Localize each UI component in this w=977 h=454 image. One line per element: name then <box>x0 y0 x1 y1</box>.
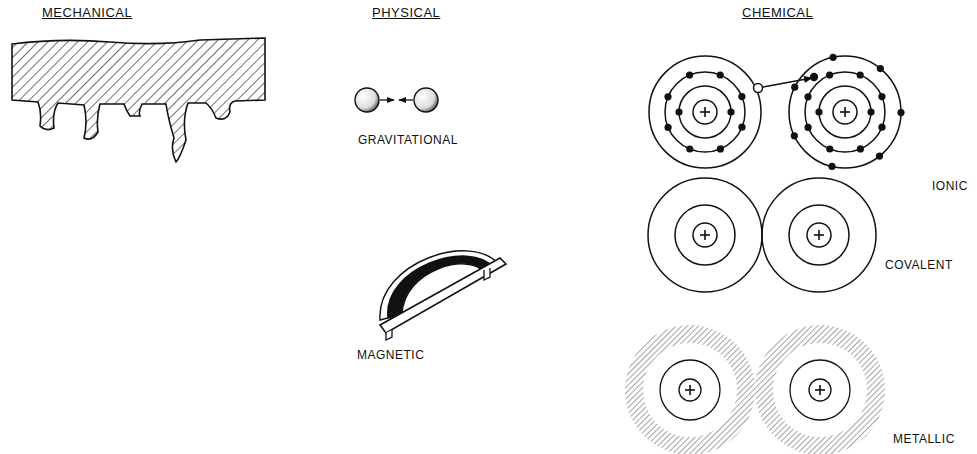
gravitational-masses-part <box>355 88 379 112</box>
nucleus-plus-part <box>844 107 846 117</box>
column-heading: MECHANICAL <box>42 6 132 20</box>
ionic-atoms <box>649 56 901 168</box>
electron-dots-part <box>829 54 836 61</box>
gravitational-masses-part <box>399 99 413 100</box>
covalent-atoms-part <box>648 178 762 292</box>
electron-dots-part <box>738 124 745 131</box>
electron-dots-part <box>738 93 745 100</box>
electron-dots-part <box>897 109 904 116</box>
nucleus-plus-part <box>818 230 820 240</box>
ionic-atoms-part <box>665 72 745 152</box>
gravitational-masses-part <box>380 99 394 100</box>
covalent-atoms-part <box>675 205 735 265</box>
electron-dots-part <box>878 93 885 100</box>
electron-dots-part <box>717 145 724 152</box>
electron-dots-part <box>876 153 883 160</box>
horseshoe-magnet-part <box>388 256 494 318</box>
metallic-atoms-part <box>679 379 701 401</box>
electron-dots-part <box>717 71 724 78</box>
electron-dots-part <box>826 71 833 78</box>
force-label: GRAVITATIONAL <box>358 134 458 147</box>
mechanical-surface <box>12 38 265 162</box>
gravitational-masses <box>355 88 438 112</box>
electron-dots-part <box>877 65 884 72</box>
electron-dots-part <box>791 132 798 139</box>
covalent-atoms <box>648 178 876 292</box>
mechanical-surface-part <box>12 38 265 162</box>
horseshoe-magnet-part <box>380 251 500 320</box>
covalent-atoms-part <box>693 223 717 247</box>
nucleus-plus <box>685 107 850 395</box>
electron-dots-part <box>664 124 671 131</box>
electron-dots-part <box>867 108 874 115</box>
electron-dots <box>664 54 904 170</box>
column-heading: CHEMICAL <box>742 6 813 20</box>
column-heading: PHYSICAL <box>372 6 440 20</box>
electron-dots-part <box>810 73 818 81</box>
electron-dots-part <box>857 71 864 78</box>
metallic-atoms <box>625 325 885 454</box>
electron-dots-part <box>686 71 693 78</box>
metallic-atoms-part <box>809 379 831 401</box>
nucleus-plus-part <box>704 107 706 117</box>
ionic-atoms-part <box>789 56 901 168</box>
ionic-atoms-part <box>754 84 763 93</box>
electron-dots-part <box>857 145 864 152</box>
metallic-atoms-part <box>660 360 720 420</box>
nucleus-plus-part <box>704 230 706 240</box>
covalent-atoms-part <box>762 178 876 292</box>
metallic-atoms-part <box>790 360 850 420</box>
electron-dots-part <box>826 145 833 152</box>
electron-dots-part <box>686 145 693 152</box>
bond-label: IONIC <box>932 180 968 193</box>
electron-dots-part <box>804 124 811 131</box>
bond-label: METALLIC <box>893 433 955 446</box>
electron-dots-part <box>878 124 885 131</box>
electron-dots-part <box>727 108 734 115</box>
covalent-atoms-part <box>807 223 831 247</box>
nucleus-plus-part <box>689 385 691 395</box>
metallic-atoms-part <box>625 325 755 454</box>
covalent-atoms-part <box>789 205 849 265</box>
electron-dots-part <box>675 108 682 115</box>
ionic-atoms-part <box>805 72 885 152</box>
horseshoe-magnet-part <box>380 258 506 333</box>
electron-dots-part <box>815 108 822 115</box>
electron-dots-part <box>664 93 671 100</box>
nucleus-plus-part <box>819 385 821 395</box>
ionic-atoms-part <box>649 56 761 168</box>
bond-label: COVALENT <box>885 259 953 272</box>
ionic-atoms-part <box>833 100 857 124</box>
ionic-atoms-part <box>819 86 871 138</box>
force-label: MAGNETIC <box>357 349 424 362</box>
ionic-atoms-part <box>693 100 717 124</box>
metallic-atoms-part <box>755 325 885 454</box>
ionic-atoms-part <box>763 78 812 87</box>
horseshoe-magnet <box>380 251 506 340</box>
ionic-atoms-part <box>679 86 731 138</box>
horseshoe-magnet-part <box>386 330 392 340</box>
electron-dots-part <box>791 84 798 91</box>
electron-dots-part <box>804 93 811 100</box>
horseshoe-magnet-part <box>484 268 490 280</box>
electron-dots-part <box>828 163 835 170</box>
gravitational-masses-part <box>414 88 438 112</box>
